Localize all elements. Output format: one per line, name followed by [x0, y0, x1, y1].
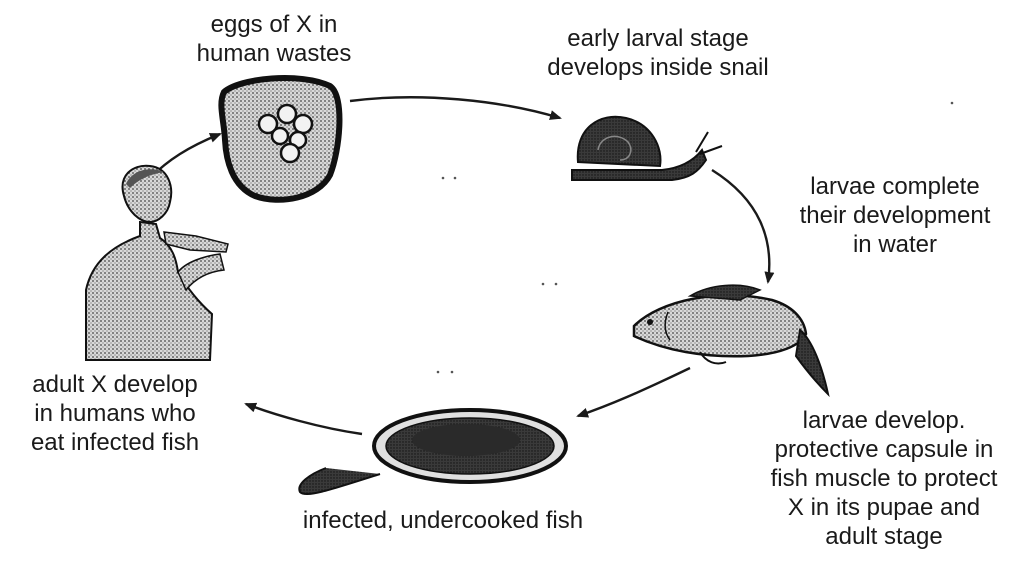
- eggs-in-waste-icon: [221, 78, 339, 200]
- label-fish-pan: infected, undercooked fish: [278, 506, 608, 535]
- arrow-eggs-to-snail: [350, 97, 560, 118]
- man-eating-icon: [86, 166, 228, 360]
- label-snail: early larval stage develops inside snail: [518, 24, 798, 82]
- fish-icon: [634, 285, 828, 394]
- label-eggs: eggs of X in human wastes: [164, 10, 384, 68]
- label-adult: adult X develop in humans who eat infect…: [2, 370, 228, 457]
- arrow-fish-to-pan: [578, 368, 690, 416]
- frying-pan-icon: [299, 410, 566, 494]
- snail-icon: [572, 117, 722, 180]
- label-water: larvae complete their development in wat…: [770, 172, 1020, 259]
- label-capsule: larvae develop. protective capsule in fi…: [736, 406, 1032, 551]
- arrow-pan-to-adult: [246, 404, 362, 434]
- arrow-snail-to-fish: [712, 170, 769, 282]
